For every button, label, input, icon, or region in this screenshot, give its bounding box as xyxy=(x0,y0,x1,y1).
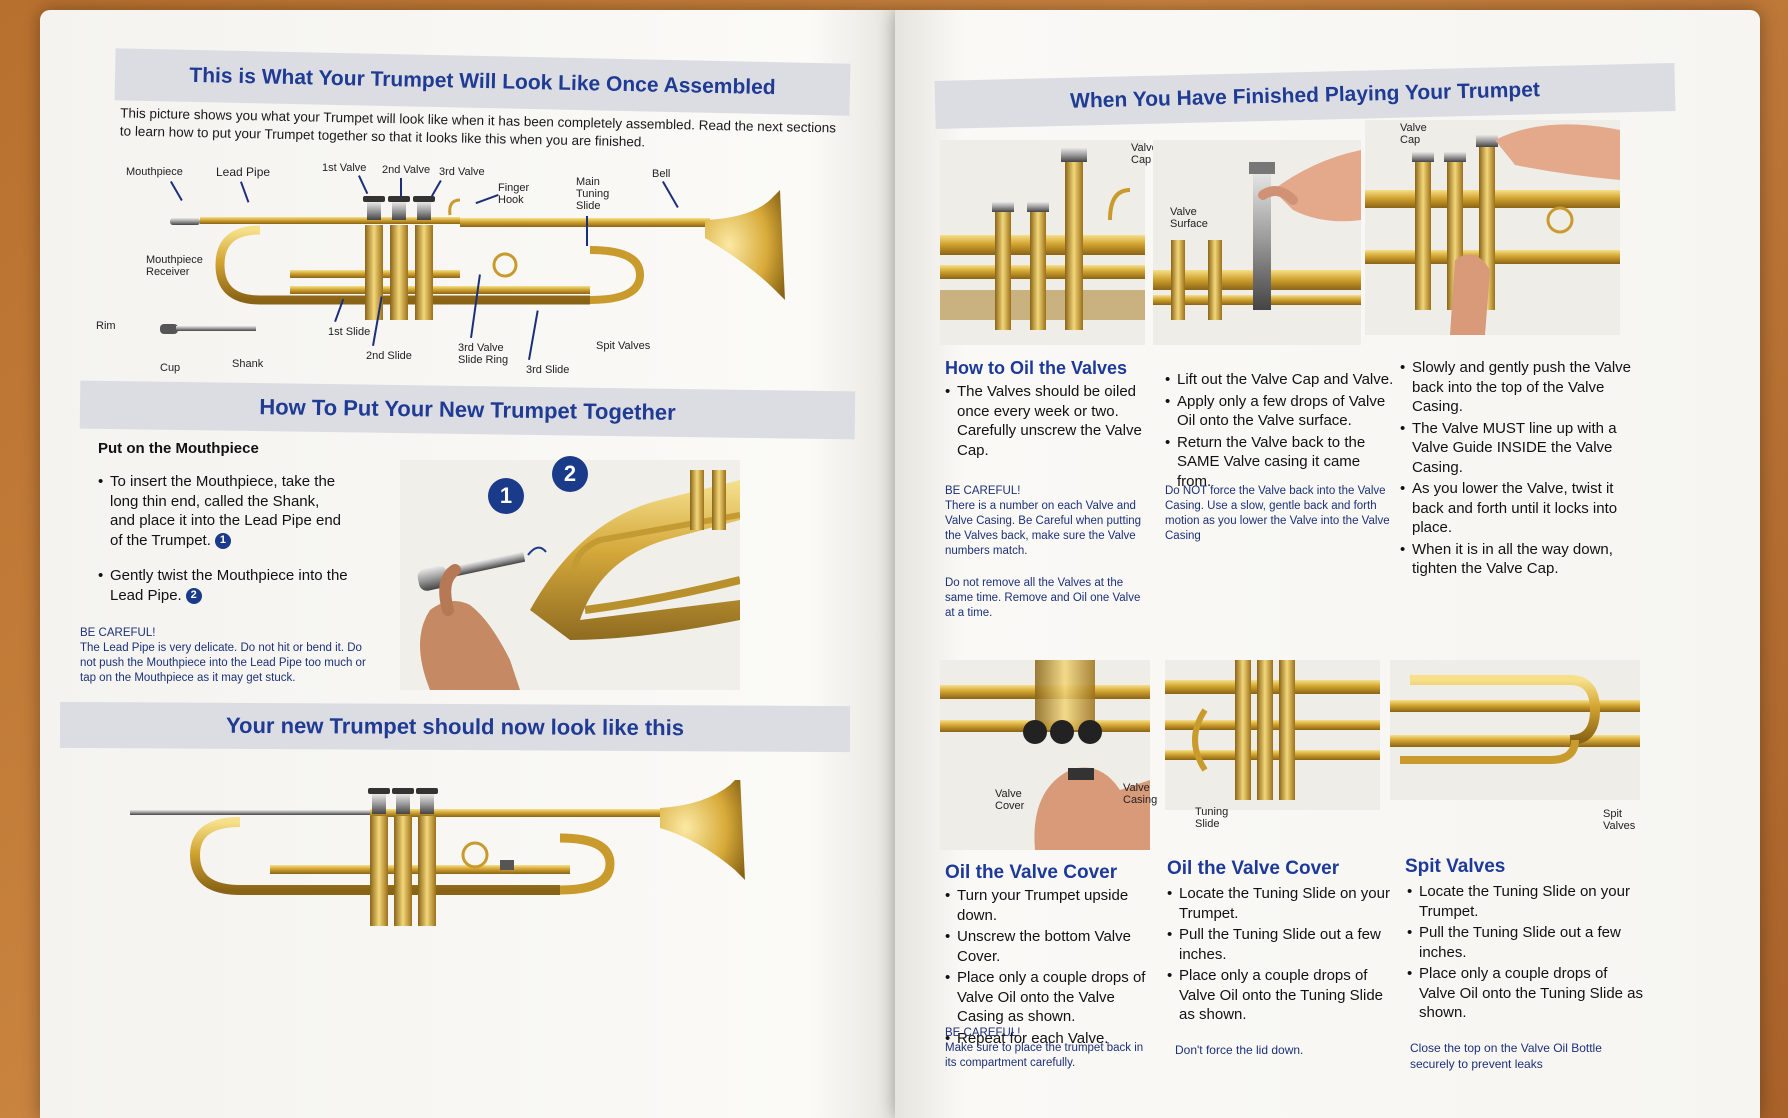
together-title: How To Put Your New Trumpet Together xyxy=(79,380,856,440)
step-badge-2: 2 xyxy=(552,456,588,492)
label-finger-hook: Finger Hook xyxy=(498,182,530,206)
mouthpiece-step-2: Gently twist the Mouthpiece into the Lea… xyxy=(98,566,348,605)
cover-steps: Turn your Trumpet upside down. Unscrew t… xyxy=(945,886,1160,1050)
label-3rd-slide: 3rd Slide xyxy=(526,364,570,376)
valve-cover-photo xyxy=(940,660,1150,850)
spit-step-3: Place only a couple drops of Valve Oil o… xyxy=(1407,964,1647,1023)
valve-cap-photo xyxy=(940,140,1145,345)
label-bell: Bell xyxy=(652,168,671,180)
oil-valves-col2-item-2: Apply only a few drops of Valve Oil onto… xyxy=(1165,392,1395,431)
label-valve-surface: Valve Surface xyxy=(1170,206,1208,230)
label-valve-cover: Valve Cover xyxy=(995,788,1025,812)
mouthpiece-heading: Put on the Mouthpiece xyxy=(98,440,259,457)
step-badge-1: 1 xyxy=(488,478,524,514)
cover2-step-2: Pull the Tuning Slide out a few inches. xyxy=(1167,925,1397,964)
careful-note-mouthpiece: BE CAREFUL! The Lead Pipe is very delica… xyxy=(80,626,380,686)
careful-note-valves: BE CAREFUL! There is a number on each Va… xyxy=(945,484,1145,559)
oil-valves-col3-item-3: As you lower the Valve, twist it back an… xyxy=(1400,479,1645,538)
cover2-step-3: Place only a couple drops of Valve Oil o… xyxy=(1167,966,1397,1025)
cover-step-1: Turn your Trumpet upside down. xyxy=(945,886,1160,925)
careful-heading: BE CAREFUL! xyxy=(80,627,156,639)
cover2-note: Don't force the lid down. xyxy=(1175,1043,1304,1057)
left-page: This is What Your Trumpet Will Look Like… xyxy=(40,10,895,1118)
trumpet-final-photo xyxy=(130,780,745,926)
oil-valves-col3: Slowly and gently push the Valve back in… xyxy=(1400,358,1645,581)
label-valve-casing: Valve Casing xyxy=(1123,782,1158,806)
label-1st-slide: 1st Slide xyxy=(328,326,371,338)
label-valve-cap-a: Valve Cap xyxy=(1131,142,1158,166)
cover-step-3: Place only a couple drops of Valve Oil o… xyxy=(945,968,1160,1027)
label-tuning-slide: Tuning Slide xyxy=(1195,806,1229,830)
note-force-valve: Do NOT force the Valve back into the Val… xyxy=(1165,485,1390,542)
booklet-spread: This is What Your Trumpet Will Look Like… xyxy=(40,10,1760,1118)
label-spit-valves-right: Spit Valves xyxy=(1603,808,1636,832)
valve-return-photo xyxy=(1365,120,1620,335)
spit-title: Spit Valves xyxy=(1405,856,1506,877)
careful-text: The Lead Pipe is very delicate. Do not h… xyxy=(80,642,366,684)
oil-valves-col2-item-3: Return the Valve back to the SAME Valve … xyxy=(1165,433,1395,492)
label-3rd-valve: 3rd Valve xyxy=(439,166,485,178)
valve-surface-photo xyxy=(1153,140,1361,345)
lead-pipe-shape xyxy=(200,217,460,224)
label-mouthpiece-receiver: Mouthpiece Receiver xyxy=(146,254,203,278)
label-2nd-valve: 2nd Valve xyxy=(382,164,431,176)
trumpet-assembled-diagram xyxy=(160,190,785,334)
label-3rd-valve-slide-ring: 3rd Valve Slide Ring xyxy=(458,342,509,366)
oil-valves-col2: Lift out the Valve Cap and Valve. Apply … xyxy=(1165,370,1395,493)
mouthpiece-shape xyxy=(170,218,200,225)
careful-valves-heading: BE CAREFUL! xyxy=(945,485,1021,497)
label-spit-valves: Spit Valves xyxy=(596,340,651,352)
oil-valves-col3-item-2: The Valve MUST line up with a Valve Guid… xyxy=(1400,419,1645,478)
cover2-title: Oil the Valve Cover xyxy=(1167,858,1340,879)
label-rim: Rim xyxy=(96,320,116,332)
mouthpiece-detail xyxy=(160,324,256,334)
badge-icon-2: 2 xyxy=(185,587,202,604)
spit-steps: Locate the Tuning Slide on your Trumpet.… xyxy=(1407,882,1647,1025)
oil-valves-col2-item-1: Lift out the Valve Cap and Valve. xyxy=(1165,370,1395,390)
spit-step-2: Pull the Tuning Slide out a few inches. xyxy=(1407,923,1647,962)
label-2nd-slide: 2nd Slide xyxy=(366,350,412,362)
valve-block xyxy=(363,196,435,320)
careful-note-valves-2: Do not remove all the Valves at the same… xyxy=(945,577,1141,619)
tuning-slide-photo xyxy=(1165,660,1380,810)
spit-note: Close the top on the Valve Oil Bottle se… xyxy=(1410,1041,1602,1071)
cover-careful-heading: BE CAREFUL! xyxy=(945,1027,1021,1039)
oil-valves-col1: The Valves should be oiled once every we… xyxy=(945,382,1145,462)
label-1st-valve: 1st Valve xyxy=(322,162,367,174)
oil-valves-col3-item-1: Slowly and gently push the Valve back in… xyxy=(1400,358,1645,417)
right-page: When You Have Finished Playing Your Trum… xyxy=(895,10,1760,1118)
cover-title: Oil the Valve Cover xyxy=(945,862,1118,883)
label-valve-cap-b: Valve Cap xyxy=(1400,122,1427,146)
cover2-steps: Locate the Tuning Slide on your Trumpet.… xyxy=(1167,884,1397,1027)
badge-icon-1: 1 xyxy=(214,532,231,549)
bell-shape xyxy=(705,190,785,300)
cover-careful: BE CAREFUL! Make sure to place the trump… xyxy=(945,1026,1145,1071)
cover-step-4: Repeat for each Valve. xyxy=(945,1029,1160,1049)
label-mouthpiece: Mouthpiece xyxy=(126,166,183,178)
spit-step-1: Locate the Tuning Slide on your Trumpet. xyxy=(1407,882,1647,921)
mouthpiece-steps: To insert the Mouthpiece, take the long … xyxy=(98,472,348,607)
label-cup: Cup xyxy=(160,362,181,374)
mouthpiece-step-1: To insert the Mouthpiece, take the long … xyxy=(98,472,348,550)
final-look-title: Your new Trumpet should now look like th… xyxy=(59,701,851,753)
oil-valves-col3-item-4: When it is in all the way down, tighten … xyxy=(1400,540,1645,579)
oil-valves-title: How to Oil the Valves xyxy=(945,358,1128,378)
label-lead-pipe: Lead Pipe xyxy=(216,165,271,179)
assembled-title: This is What Your Trumpet Will Look Like… xyxy=(114,48,851,116)
oil-valves-col1-item: The Valves should be oiled once every we… xyxy=(945,382,1145,460)
label-main-tuning-slide: Main Tuning Slide xyxy=(576,176,610,212)
careful-valves-text: There is a number on each Valve and Valv… xyxy=(945,500,1142,557)
cover2-step-1: Locate the Tuning Slide on your Trumpet. xyxy=(1167,884,1397,923)
spit-valves-photo xyxy=(1390,660,1640,800)
cover-step-2: Unscrew the bottom Valve Cover. xyxy=(945,927,1160,966)
mouthpiece-insert-photo xyxy=(400,460,740,690)
cover-careful-text: Make sure to place the trumpet back in i… xyxy=(945,1042,1144,1069)
label-shank: Shank xyxy=(232,358,264,370)
